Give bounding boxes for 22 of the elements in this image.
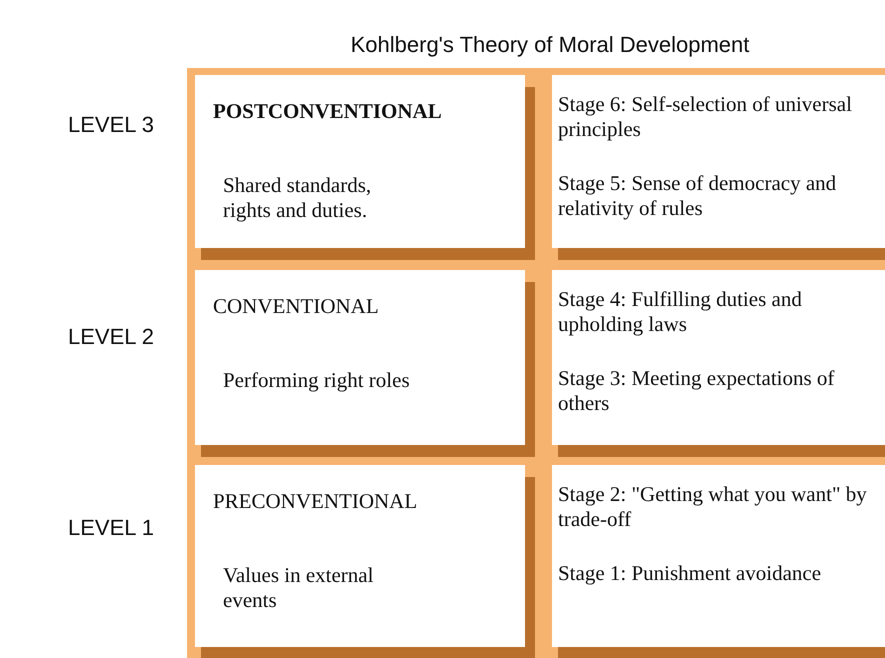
level-name: CONVENTIONAL <box>213 294 380 319</box>
level-label: LEVEL 1 <box>66 514 156 542</box>
level-description: Shared standards, rights and duties. <box>223 173 372 223</box>
level-name: PRECONVENTIONAL <box>213 489 418 514</box>
level-name: POSTCONVENTIONAL <box>213 99 443 124</box>
stage-box <box>552 270 885 445</box>
stage-box <box>552 465 885 647</box>
stage-text: Stage 3: Meeting expectations of others <box>558 366 836 416</box>
level-label: LEVEL 3 <box>66 111 156 139</box>
title: Kohlberg's Theory of Moral Development <box>350 32 750 58</box>
stage-text: Stage 6: Self-selection of universal principles <box>558 92 853 142</box>
level-box <box>195 465 525 647</box>
level-description: Performing right roles <box>223 368 411 393</box>
stage-text: Stage 1: Punishment avoidance <box>558 561 822 586</box>
stage-text: Stage 4: Fulfilling duties and upholding laws <box>558 287 803 337</box>
stage-text: Stage 2: "Getting what you want" by trade-off <box>558 482 868 532</box>
level-label: LEVEL 2 <box>66 323 156 351</box>
level-box <box>195 270 525 445</box>
stage-box <box>552 75 885 248</box>
stage-text: Stage 5: Sense of democracy and relativity of rules <box>558 171 838 221</box>
level-box <box>195 75 525 248</box>
level-description: Values in external events <box>223 563 374 613</box>
